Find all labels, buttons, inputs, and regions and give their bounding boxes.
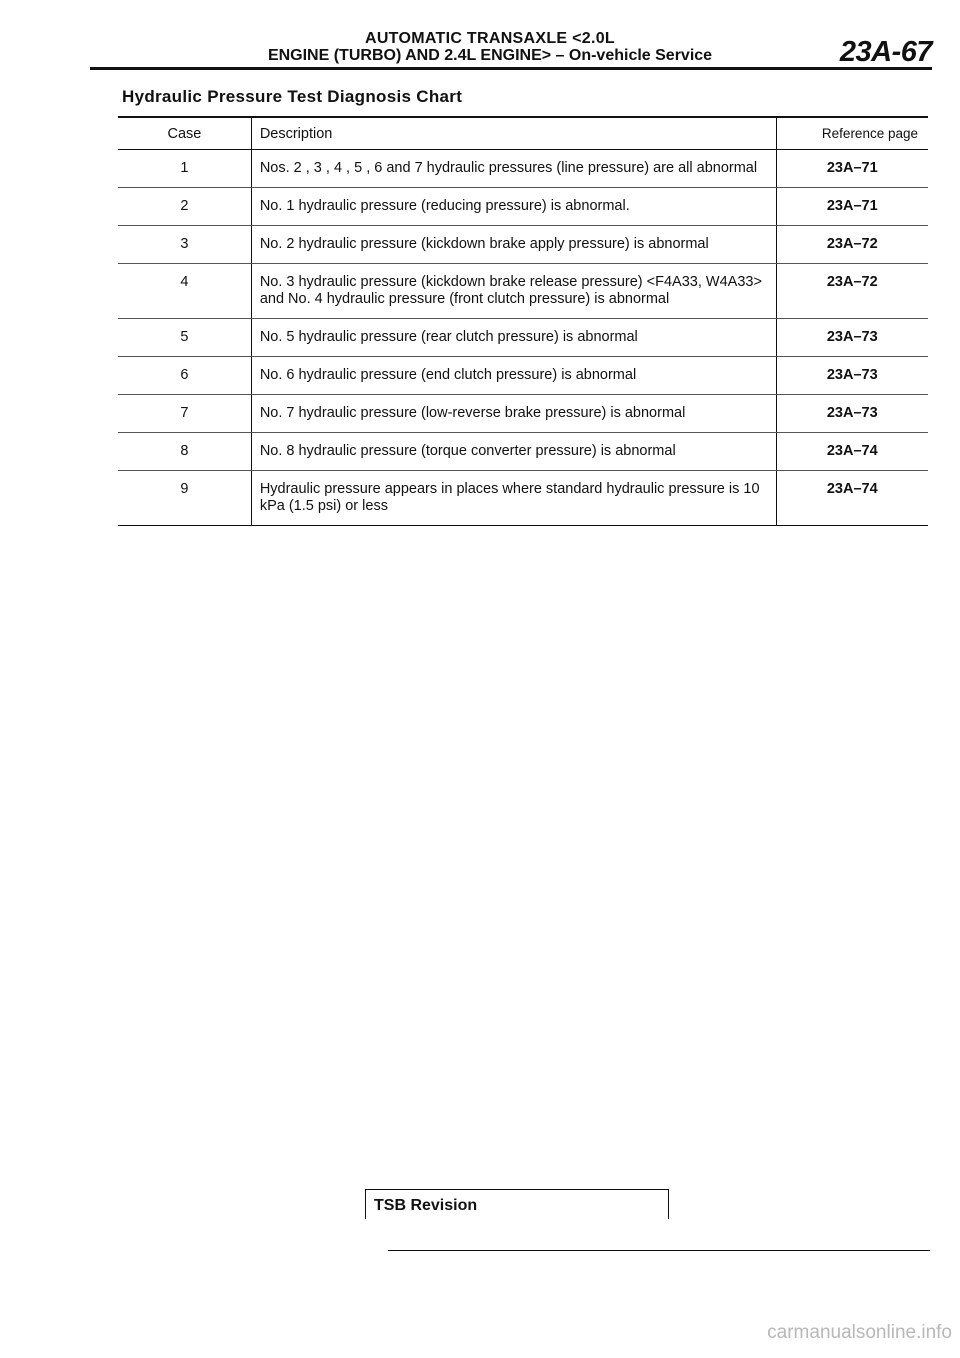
reference-page-cell: 23A–72 [775, 225, 928, 264]
table-header-row: Case Description Reference page [118, 116, 928, 150]
reference-page-cell: 23A–71 [775, 187, 928, 226]
case-cell: 3 [118, 225, 252, 264]
description-cell: No. 8 hydraulic pressure (torque convert… [250, 432, 777, 471]
description-cell: Hydraulic pressure appears in places whe… [250, 470, 777, 526]
header-title-line2: ENGINE (TURBO) AND 2.4L ENGINE> – On-veh… [267, 47, 713, 64]
case-cell: 7 [118, 394, 252, 433]
tsb-revision-label: TSB Revision [374, 1197, 478, 1214]
case-cell: 8 [118, 432, 252, 471]
description-cell: No. 5 hydraulic pressure (rear clutch pr… [250, 318, 777, 357]
case-cell: 9 [118, 470, 252, 526]
reference-page-cell: 23A–73 [775, 356, 928, 395]
case-cell: 2 [118, 187, 252, 226]
header-divider [90, 67, 932, 70]
case-cell: 1 [118, 149, 252, 188]
column-header-case: Case [118, 116, 252, 150]
reference-page-cell: 23A–74 [775, 470, 928, 526]
page-number: 23A-67 [839, 36, 933, 68]
header-title-line1: AUTOMATIC TRANSAXLE <2.0L [364, 30, 616, 47]
column-header-description: Description [250, 116, 777, 150]
case-cell: 4 [118, 263, 252, 319]
reference-page-cell: 23A–74 [775, 432, 928, 471]
reference-page-cell: 23A–71 [775, 149, 928, 188]
description-cell: No. 2 hydraulic pressure (kickdown brake… [250, 225, 777, 264]
description-cell: Nos. 2 , 3 , 4 , 5 , 6 and 7 hydraulic p… [250, 149, 777, 188]
description-cell: No. 6 hydraulic pressure (end clutch pre… [250, 356, 777, 395]
watermark: carmanualsonline.info [767, 1322, 952, 1343]
reference-page-cell: 23A–72 [775, 263, 928, 319]
column-header-reference: Reference page [775, 116, 928, 150]
description-cell: No. 7 hydraulic pressure (low-reverse br… [250, 394, 777, 433]
tsb-revision-box: TSB Revision [365, 1189, 669, 1219]
footer-divider [388, 1250, 930, 1251]
description-cell: No. 1 hydraulic pressure (reducing press… [250, 187, 777, 226]
description-cell: No. 3 hydraulic pressure (kickdown brake… [250, 263, 777, 319]
case-cell: 5 [118, 318, 252, 357]
section-title: Hydraulic Pressure Test Diagnosis Chart [122, 87, 463, 106]
case-cell: 6 [118, 356, 252, 395]
reference-page-cell: 23A–73 [775, 318, 928, 357]
reference-page-cell: 23A–73 [775, 394, 928, 433]
